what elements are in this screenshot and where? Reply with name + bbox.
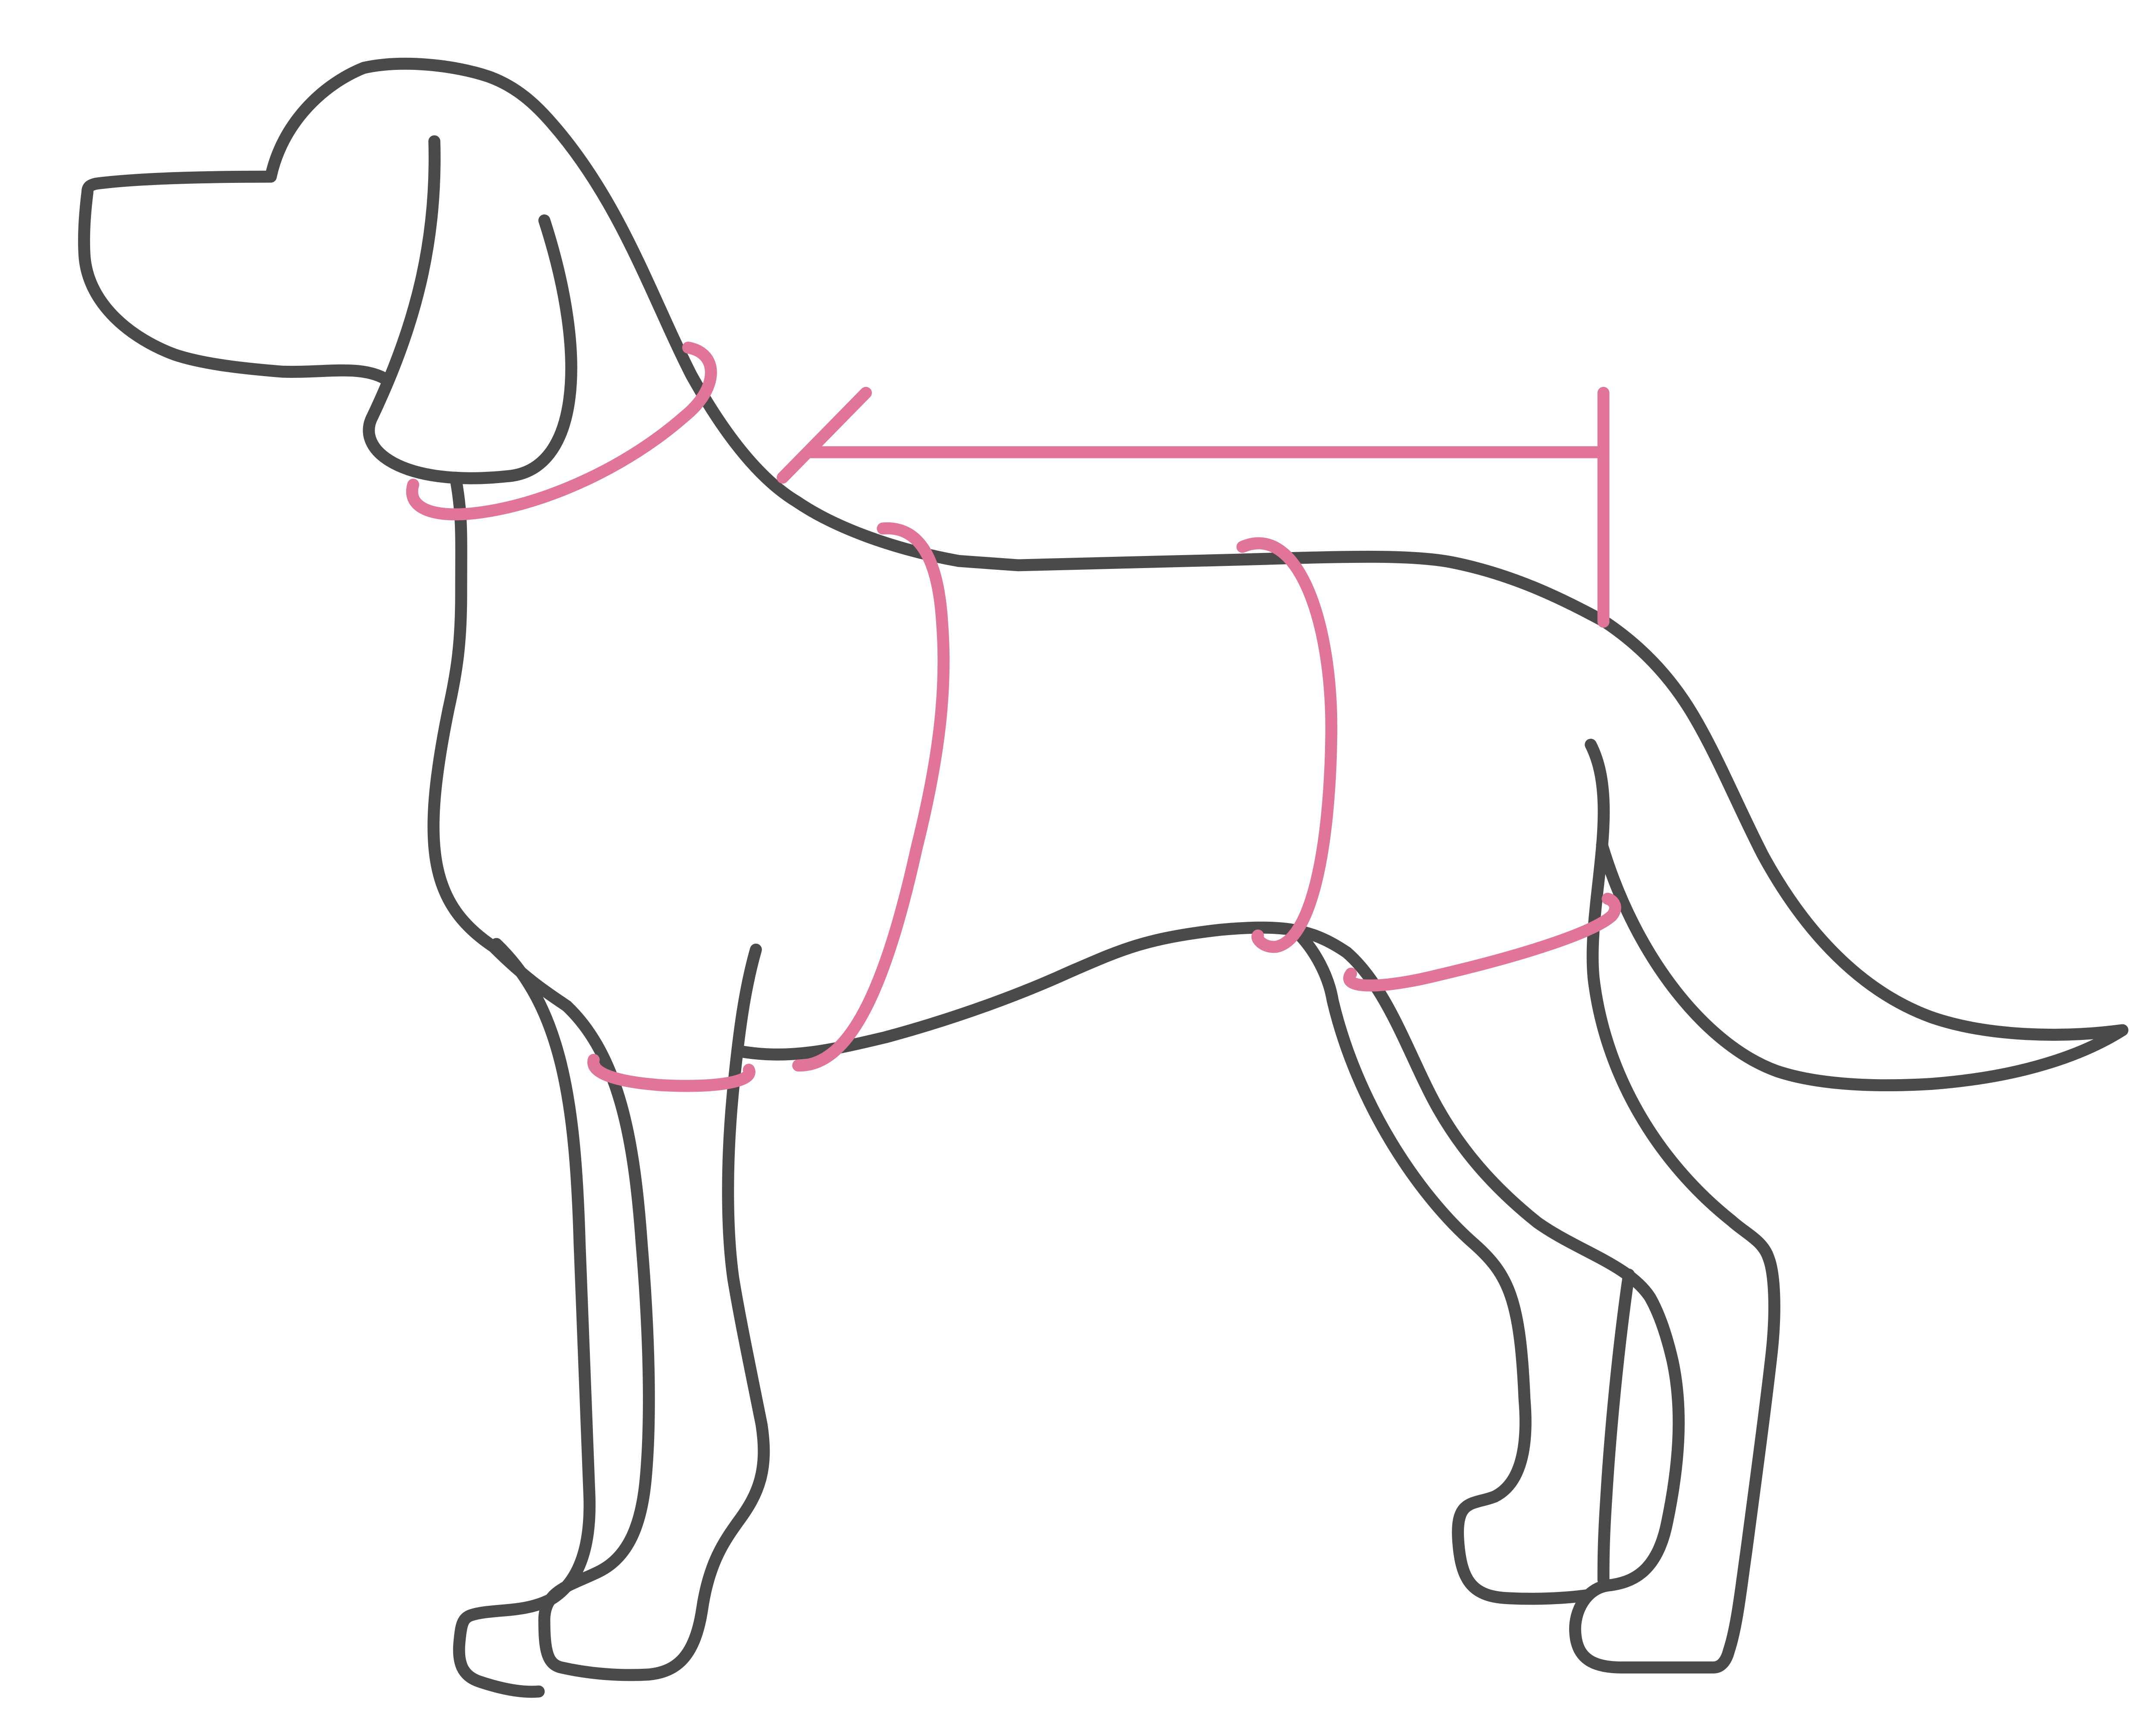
dog-front-leg-far <box>538 943 770 1681</box>
dog-ear-outline <box>363 135 577 484</box>
waist-girth-loop <box>1236 537 1338 953</box>
dog-hind-leg-inner <box>1597 1269 1635 1586</box>
dog-belly-line <box>734 921 1353 1061</box>
dog-snout-outline <box>78 170 391 385</box>
neck-girth-loop <box>406 342 717 521</box>
back-length-start-tick <box>777 386 872 484</box>
hind-leg-girth-loop <box>1343 892 1621 992</box>
dog-outline <box>78 57 2129 1698</box>
dog-head-outline <box>265 57 803 508</box>
dog-rump-tail <box>1596 615 2129 1092</box>
dog-front-leg-near <box>453 938 596 1698</box>
chest-girth-loop <box>792 522 950 1072</box>
dog-hind-leg-far <box>1291 926 1593 1605</box>
dog-back-line <box>790 496 1611 628</box>
dog-neck-front <box>427 471 573 1012</box>
measurement-guides <box>406 342 1621 1092</box>
front-leg-girth-loop <box>587 1054 755 1092</box>
dog-hind-leg-near <box>1341 738 1780 1674</box>
